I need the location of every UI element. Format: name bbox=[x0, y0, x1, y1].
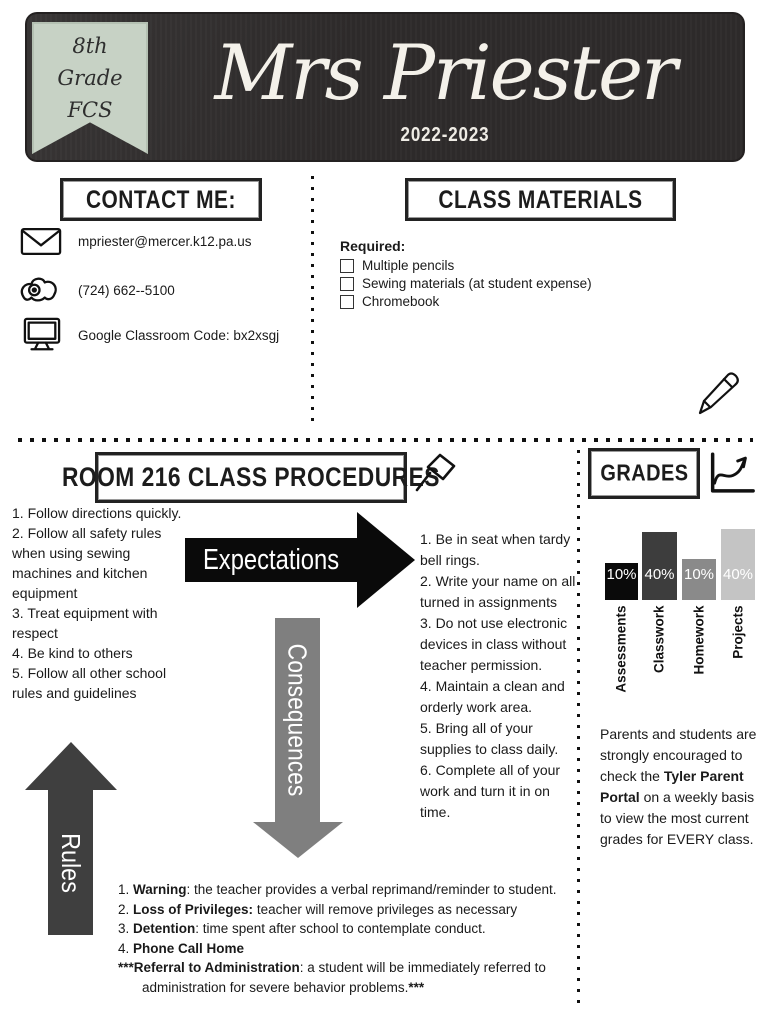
contact-classroom-row: Google Classroom Code: bx2xsgj bbox=[22, 316, 279, 354]
chart-icon bbox=[710, 452, 755, 493]
pencil-icon bbox=[698, 372, 739, 415]
material-item: Sewing materials (at student expense) bbox=[340, 276, 592, 291]
checkbox-icon bbox=[340, 294, 354, 309]
list-item: 6. Complete all of your work and turn it… bbox=[420, 762, 561, 820]
dotted-divider-horizontal bbox=[18, 438, 753, 442]
dotted-divider-vertical-bottom bbox=[577, 450, 580, 1006]
checkbox-icon bbox=[340, 276, 354, 291]
required-label: Required: bbox=[340, 238, 406, 254]
list-item: 5. Bring all of your supplies to class d… bbox=[420, 720, 559, 757]
bar-value-label: 10% bbox=[683, 566, 715, 583]
list-item: 3. Treat equipment with respect bbox=[12, 605, 158, 641]
list-item: 3. Detention: time spent after school to… bbox=[118, 921, 486, 936]
list-item: 5. Follow all other school rules and gui… bbox=[12, 665, 167, 701]
pushpin-icon bbox=[415, 453, 456, 492]
ribbon-line-1: 8th bbox=[72, 34, 108, 58]
list-item: 1. Warning: the teacher provides a verba… bbox=[118, 882, 557, 897]
contact-phone-row: (724) 662--5100 bbox=[18, 272, 175, 308]
dotted-divider-vertical-top bbox=[311, 176, 314, 429]
bar-value-label: 40% bbox=[644, 566, 675, 583]
bar-category-label: Homework bbox=[691, 605, 706, 675]
rules-list: 1. Follow directions quickly. 2. Follow a… bbox=[12, 503, 192, 703]
page-title: Mrs Priester bbox=[214, 27, 678, 117]
list-item: 3. Do not use electronic devices in clas… bbox=[420, 615, 568, 673]
bar-value-label: 40% bbox=[722, 566, 754, 583]
ribbon-line-2: Grade bbox=[57, 66, 123, 90]
grades-note: Parents and students are strongly encour… bbox=[600, 726, 757, 847]
expectations-list: 1. Be in seat when tardy bell rings. 2. W… bbox=[420, 529, 580, 823]
bar-classwork bbox=[642, 532, 677, 600]
bar-category-label: Classwork bbox=[651, 605, 667, 673]
bar-assessments bbox=[605, 563, 638, 600]
list-item: ***Referral to Administration: a student… bbox=[118, 960, 546, 995]
consequences-arrow bbox=[275, 618, 320, 822]
bar-projects bbox=[721, 529, 755, 600]
expectations-arrow-head bbox=[357, 512, 415, 608]
expectations-arrow-label: Expectations bbox=[202, 543, 340, 576]
bar-category-label: Assessments bbox=[613, 605, 629, 693]
contact-phone: (724) 662--5100 bbox=[78, 282, 175, 298]
procedures-section-title: ROOM 216 CLASS PROCEDURES bbox=[62, 452, 440, 503]
list-item: 2. Follow all safety rules when using se… bbox=[12, 525, 162, 601]
rules-arrow-label: Rules bbox=[56, 833, 86, 893]
list-item: 4. Be kind to others bbox=[12, 645, 133, 661]
list-item: 4. Phone Call Home bbox=[118, 940, 245, 956]
list-item: 1. Be in seat when tardy bell rings. bbox=[420, 531, 571, 568]
checkbox-icon bbox=[340, 258, 354, 273]
grades-section-title: GRADES bbox=[588, 448, 700, 499]
list-item: 4. Maintain a clean and orderly work are… bbox=[420, 678, 565, 715]
list-item: 2. Write your name on all turned in assi… bbox=[420, 573, 576, 610]
contact-classroom-code: Google Classroom Code: bx2xsgj bbox=[78, 327, 280, 343]
rules-arrow-head bbox=[25, 742, 117, 790]
phone-icon bbox=[20, 277, 57, 302]
school-year: 2022-2023 bbox=[400, 124, 490, 146]
expectations-arrow: Expectations bbox=[185, 538, 357, 582]
list-item: 2. Loss of Privileges: teacher will remo… bbox=[118, 901, 518, 917]
list-item: 1. Follow directions quickly. bbox=[12, 505, 182, 521]
bar-value-label: 10% bbox=[606, 566, 637, 583]
grade-ribbon-text: 8th Grade FCS bbox=[32, 30, 148, 126]
consequences-arrow-label: Consequences bbox=[282, 643, 313, 797]
consequences-list: 1. Warning: the teacher provides a verba… bbox=[118, 880, 580, 997]
contact-email: mpriester@mercer.k12.pa.us bbox=[78, 234, 252, 249]
email-icon bbox=[20, 227, 62, 256]
rules-arrow bbox=[48, 790, 93, 935]
monitor-icon bbox=[23, 317, 61, 351]
contact-email-row: mpriester@mercer.k12.pa.us bbox=[20, 226, 252, 257]
materials-section-title: CLASS MATERIALS bbox=[405, 178, 676, 221]
material-item: Chromebook bbox=[340, 294, 439, 309]
ribbon-line-3: FCS bbox=[67, 98, 113, 122]
consequences-arrow-head bbox=[253, 822, 343, 858]
bar-homework bbox=[682, 559, 716, 600]
contact-section-title: CONTACT ME: bbox=[60, 178, 262, 221]
bar-category-label: Projects bbox=[730, 605, 745, 659]
material-item: Multiple pencils bbox=[340, 258, 454, 273]
